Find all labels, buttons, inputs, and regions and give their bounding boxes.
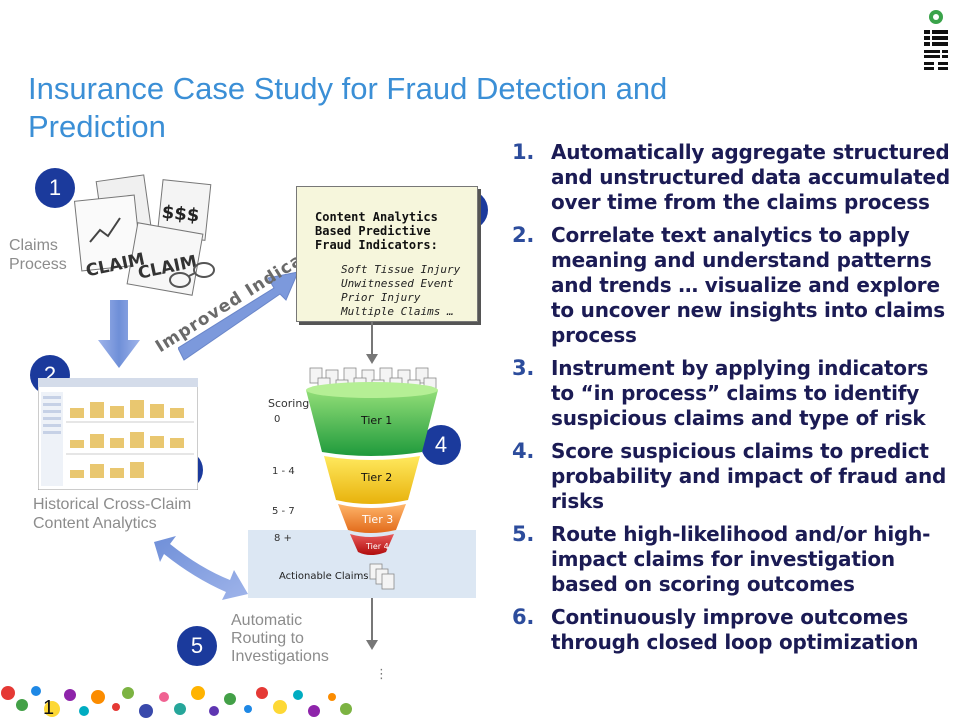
improved-indicators-arrow [178,271,298,361]
page-title: Insurance Case Study for Fraud Detection… [28,71,668,144]
step-number: 3. [512,356,535,380]
routing-line-3: Investigations [231,648,329,665]
dollar-doc-text: $$$ [161,202,201,227]
fraud-indicators-box: Content Analytics Based Predictive Fraud… [296,186,478,322]
step-text: Score suspicious claims to predict proba… [551,439,947,513]
step-text: Route high-likelihood and/or high-impact… [551,522,931,596]
score-8-plus: 8 + [274,533,292,544]
box-to-funnel-arrow [366,322,378,364]
page-number: 1 [43,697,54,719]
step-number: 1. [512,140,535,164]
step-5-circle: 5 [177,626,217,666]
indicator-item: Unwitnessed Event [341,277,454,290]
step-item-6: 6. Continuously improve outcomes through … [512,605,957,655]
step-number: 5. [512,522,535,546]
scoring-title: Scoring [268,397,310,410]
score-0: 0 [274,414,281,425]
step-text: Correlate text analytics to apply meanin… [551,223,946,347]
tier-1-label: Tier 1 [361,414,393,427]
routing-line-1: Automatic [231,612,303,629]
scoring-funnel [248,367,476,650]
step-text: Instrument by applying indicators to “in… [551,356,929,430]
tier-1-band [306,385,438,456]
indicators-list: Soft Tissue Injury Unwitnessed Event Pri… [341,263,460,319]
step-number: 4. [512,439,535,463]
steps-list: 1. Automatically aggregate structured and… [512,140,957,663]
routing-line-2: Routing to [231,630,304,647]
actionable-documents-icon [369,563,395,590]
glasses-icon [169,262,215,288]
score-1-4: 1 - 4 [272,466,295,477]
indicator-item: Multiple Claims … [341,305,454,318]
claims-process-label: Claims Process [9,236,67,274]
analytics-screenshot [38,378,198,490]
step-number: 6. [512,605,535,629]
continuation-ellipsis: ⋮ [375,667,388,682]
tier-4-label: Tier 4 [366,542,389,551]
funnel-down-arrowhead [366,640,378,650]
step-number: 2. [512,223,535,247]
step-item-2: 2. Correlate text analytics to apply mean… [512,223,957,348]
step-text: Automatically aggregate structured and u… [551,140,950,214]
tier-3-band [338,504,406,533]
step-4-circle: 4 [421,425,461,465]
feedback-loop-arrow [154,536,248,600]
step-text: Continuously improve outcomes through cl… [551,605,919,654]
claims-process-line-1: Claims [9,237,58,254]
ibm-logo [921,6,951,76]
actionable-claims-label: Actionable Claims [279,571,369,582]
indicators-heading: Content Analytics Based Predictive Fraud… [315,210,438,252]
step-item-4: 4. Score suspicious claims to predict pro… [512,439,957,514]
indicators-heading-line-2: Based Predictive [315,224,431,238]
indicators-heading-line-1: Content Analytics [315,210,438,224]
decorative-dots-bar: 1 [1,686,352,719]
step-item-1: 1. Automatically aggregate structured and… [512,140,957,215]
claim-documents-illustration: $$$ CLAIM CLAIM [73,174,215,296]
step-1-circle: 1 [35,168,75,208]
claims-process-line-2: Process [9,256,67,273]
step-item-5: 5. Route high-likelihood and/or high-impa… [512,522,957,597]
historical-line-2: Content Analytics [33,515,157,532]
score-5-7: 5 - 7 [272,506,295,517]
tier-4-band [350,534,394,555]
indicator-item: Prior Injury [341,291,421,304]
step-item-3: 3. Instrument by applying indicators to “… [512,356,957,431]
tier-3-label: Tier 3 [362,513,394,526]
indicator-item: Soft Tissue Injury [341,263,461,276]
historical-label: Historical Cross-Claim Content Analytics [33,495,191,533]
indicators-heading-line-3: Fraud Indicators: [315,238,438,252]
tier-2-label: Tier 2 [361,471,393,484]
claims-down-arrow [98,300,140,368]
tier-2-band [324,456,420,504]
historical-line-1: Historical Cross-Claim [33,496,192,513]
routing-label: Automatic Routing to Investigations [231,612,329,666]
